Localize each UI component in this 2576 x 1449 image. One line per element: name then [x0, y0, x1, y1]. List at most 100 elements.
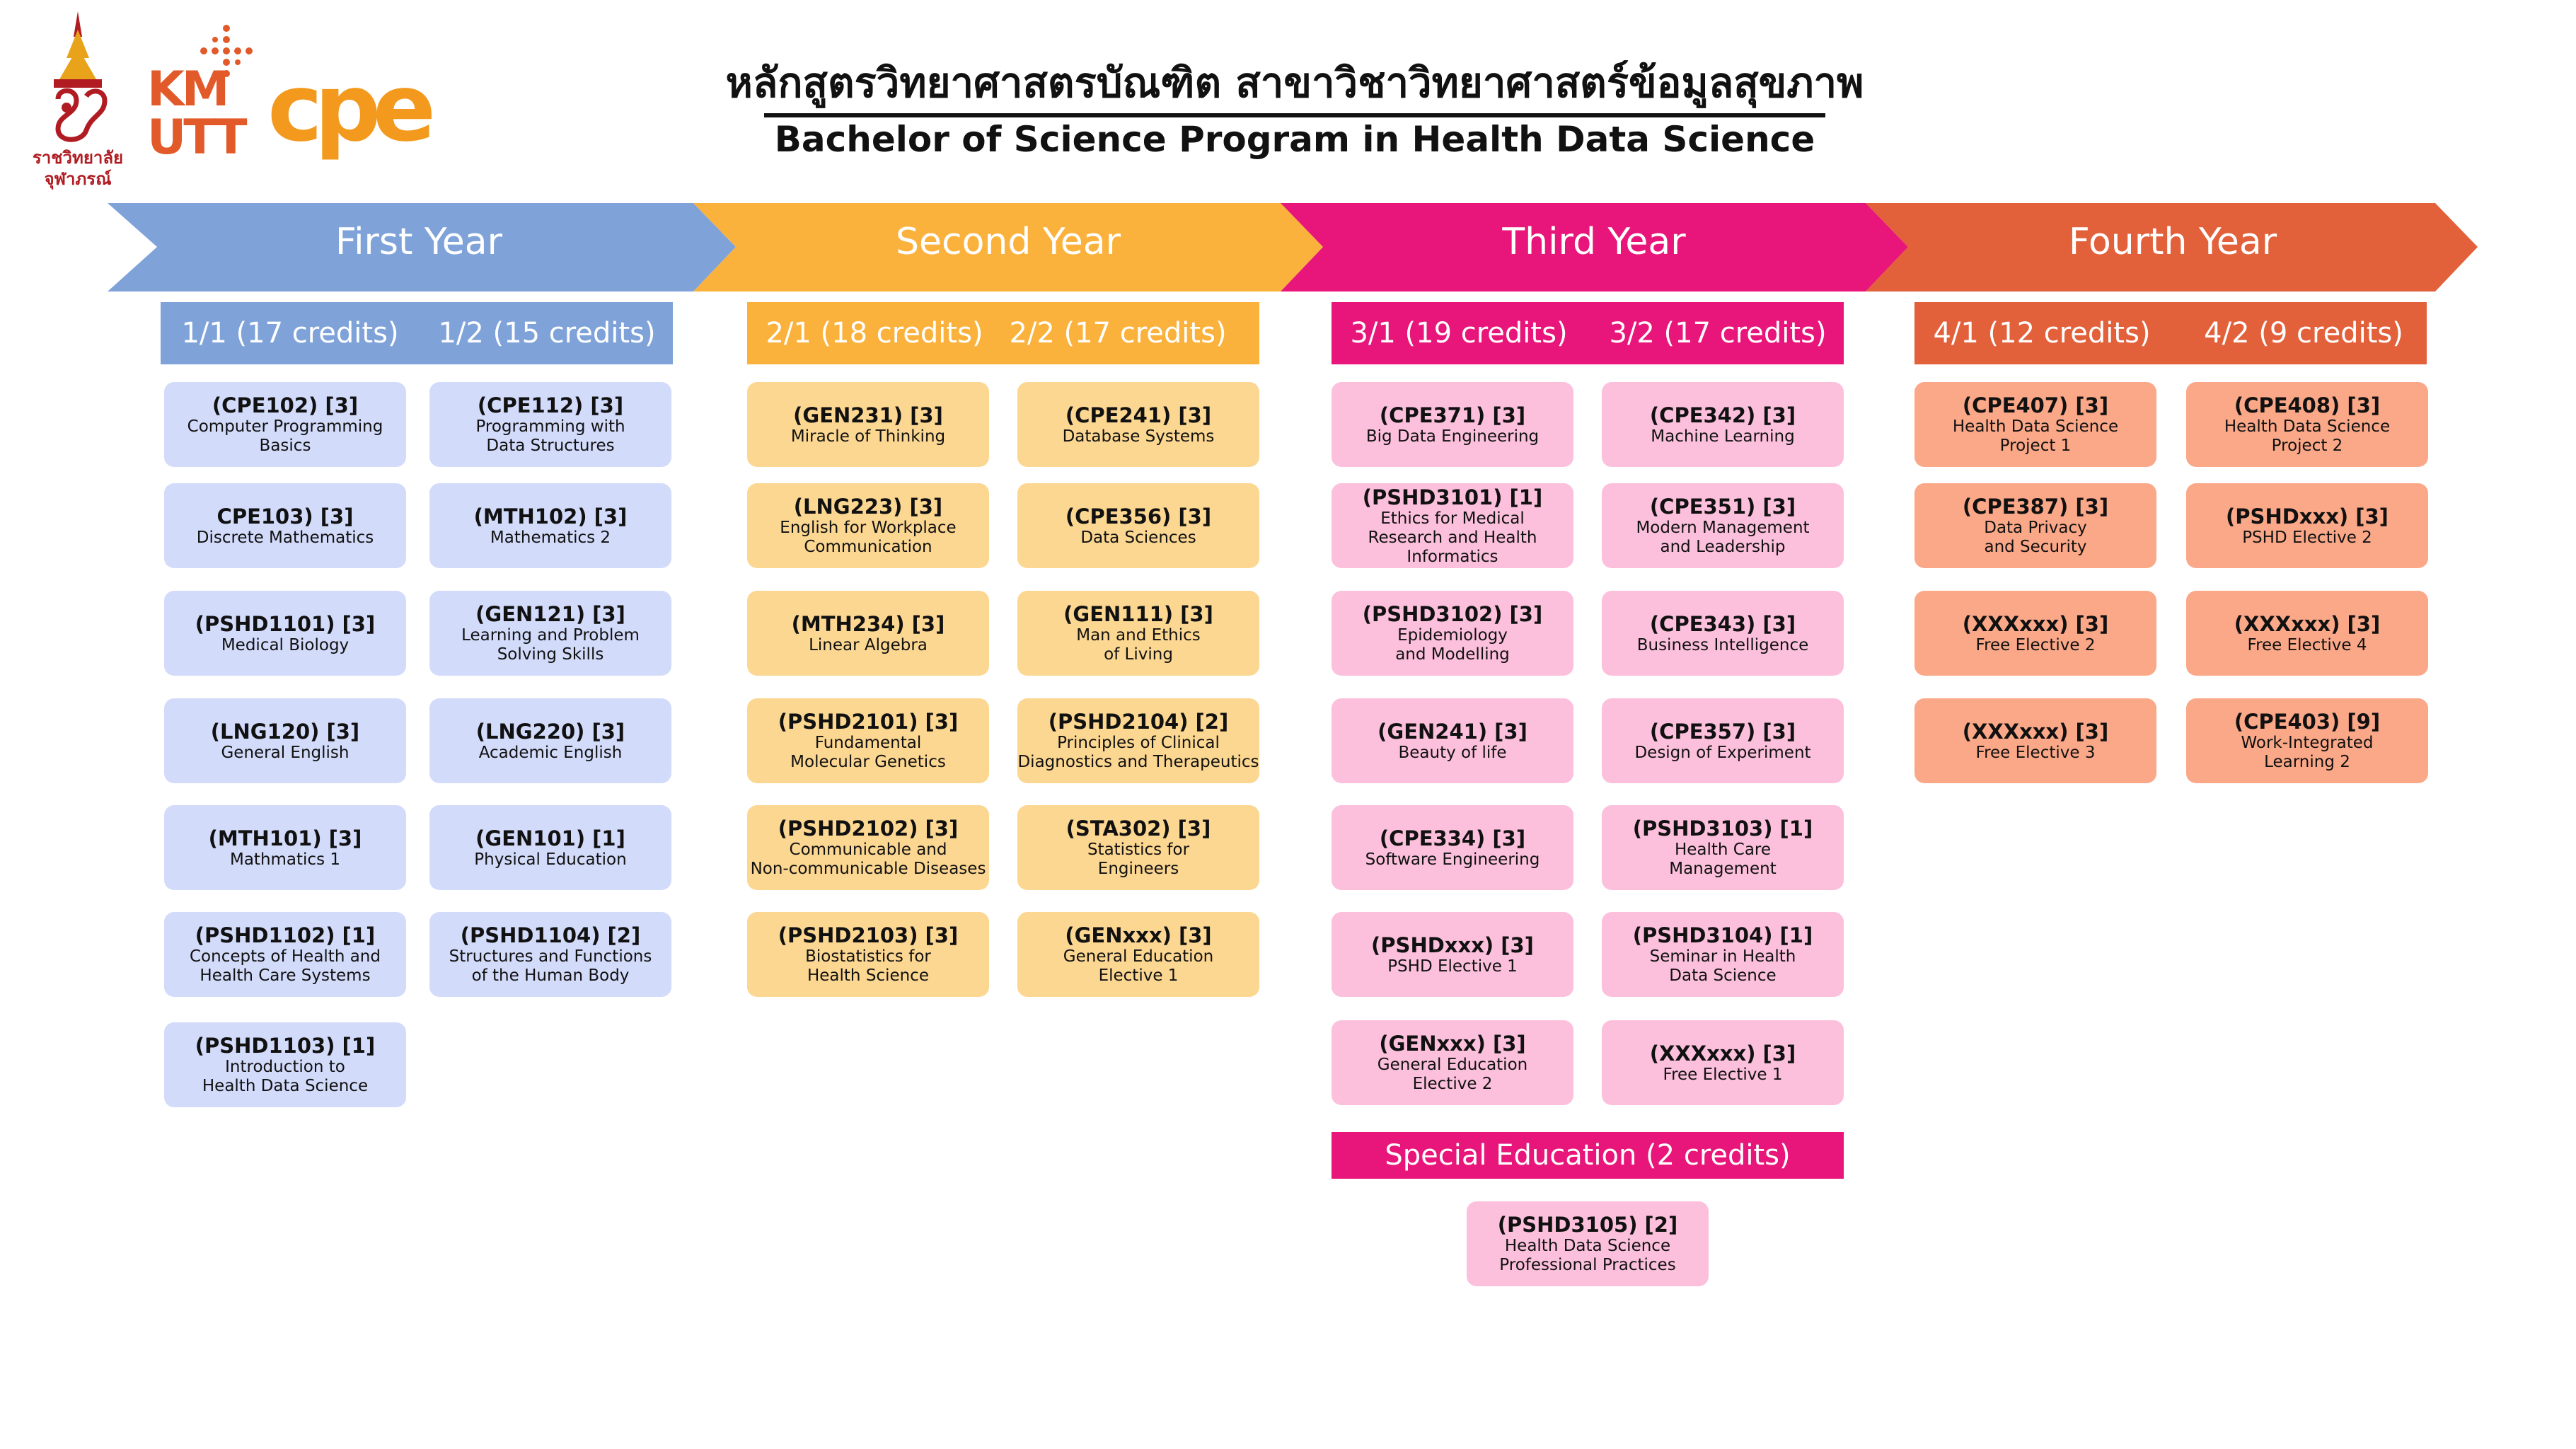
- course-card[interactable]: (CPE342) [3]Machine Learning: [1602, 382, 1844, 467]
- course-card[interactable]: (CPE356) [3]Data Sciences: [1017, 483, 1259, 568]
- course-card[interactable]: (LNG120) [3]General English: [164, 698, 406, 783]
- semester-label-4-2: 4/2 (9 credits): [2204, 317, 2403, 350]
- course-name: Work-Integrated Learning 2: [2241, 734, 2374, 771]
- course-card[interactable]: (CPE343) [3]Business Intelligence: [1602, 591, 1844, 676]
- course-name: Software Engineering: [1365, 850, 1540, 869]
- course-card[interactable]: (GEN241) [3]Beauty of life: [1332, 698, 1573, 783]
- course-card[interactable]: (PSHD1102) [1]Concepts of Health and Hea…: [164, 912, 406, 997]
- course-code: (PSHDxxx) [3]: [2226, 504, 2389, 529]
- course-name: Beauty of life: [1398, 743, 1507, 762]
- course-card[interactable]: (PSHDxxx) [3]PSHD Elective 1: [1332, 912, 1573, 997]
- course-card[interactable]: (GEN121) [3]Learning and Problem Solving…: [429, 591, 671, 676]
- course-card[interactable]: (PSHD3105) [2]Health Data Science Profes…: [1467, 1201, 1709, 1286]
- course-name: Free Elective 3: [1975, 743, 2096, 762]
- course-card[interactable]: (PSHD3104) [1]Seminar in Health Data Sci…: [1602, 912, 1844, 997]
- logo-group: ราชวิทยาลัย จุฬาภรณ์ KM UTT cpe: [21, 8, 436, 200]
- course-name: General Education Elective 1: [1063, 947, 1214, 985]
- course-card[interactable]: (PSHD3103) [1]Health Care Management: [1602, 805, 1844, 890]
- course-code: (MTH102) [3]: [473, 504, 628, 529]
- course-name: Medical Biology: [221, 635, 350, 654]
- semester-bar-year-1: 1/1 (17 credits) 1/2 (15 credits): [161, 302, 673, 364]
- course-card[interactable]: (PSHD2101) [3]Fundamental Molecular Gene…: [747, 698, 989, 783]
- course-card[interactable]: (XXXxxx) [3]Free Elective 3: [1914, 698, 2156, 783]
- course-card[interactable]: (PSHD3101) [1]Ethics for Medical Researc…: [1332, 483, 1573, 568]
- course-name: Health Care Management: [1669, 841, 1777, 878]
- course-card[interactable]: (XXXxxx) [3]Free Elective 4: [2186, 591, 2428, 676]
- course-card[interactable]: (CPE102) [3]Computer Programming Basics: [164, 382, 406, 467]
- course-card[interactable]: (PSHD1103) [1]Introduction to Health Dat…: [164, 1022, 406, 1107]
- course-card[interactable]: (GENxxx) [3]General Education Elective 1: [1017, 912, 1259, 997]
- semester-label-4-1: 4/1 (12 credits): [1933, 317, 2151, 350]
- course-code: (LNG223) [3]: [793, 495, 943, 519]
- course-card[interactable]: (STA302) [3]Statistics for Engineers: [1017, 805, 1259, 890]
- course-card[interactable]: (PSHD3102) [3]Epidemiology and Modelling: [1332, 591, 1573, 676]
- course-name: Introduction to Health Data Science: [202, 1058, 369, 1095]
- course-card[interactable]: (CPE334) [3]Software Engineering: [1332, 805, 1573, 890]
- course-code: (CPE356) [3]: [1065, 504, 1212, 529]
- course-card[interactable]: (GEN231) [3]Miracle of Thinking: [747, 382, 989, 467]
- course-card[interactable]: (CPE241) [3]Database Systems: [1017, 382, 1259, 467]
- kmutt-logo-bottom: UTT: [147, 110, 248, 166]
- course-card[interactable]: (XXXxxx) [3]Free Elective 1: [1602, 1020, 1844, 1105]
- course-card[interactable]: (XXXxxx) [3]Free Elective 2: [1914, 591, 2156, 676]
- course-name: Modern Management and Leadership: [1636, 519, 1810, 556]
- course-code: (PSHD3101) [1]: [1362, 485, 1543, 509]
- course-card[interactable]: (GEN111) [3]Man and Ethics of Living: [1017, 591, 1259, 676]
- course-code: (XXXxxx) [3]: [2234, 611, 2381, 636]
- course-card[interactable]: (CPE112) [3]Programming with Data Struct…: [429, 382, 671, 467]
- course-card[interactable]: (MTH101) [3]Mathmatics 1: [164, 805, 406, 890]
- course-code: (GEN121) [3]: [475, 602, 625, 626]
- year-arrow-2: [693, 203, 1323, 291]
- course-card[interactable]: (CPE357) [3]Design of Experiment: [1602, 698, 1844, 783]
- course-card[interactable]: (CPE407) [3]Health Data Science Project …: [1914, 382, 2156, 467]
- course-card[interactable]: (PSHD2104) [2]Principles of Clinical Dia…: [1017, 698, 1259, 783]
- course-name: Health Data Science Project 2: [2224, 417, 2391, 455]
- course-code: (STA302) [3]: [1065, 816, 1211, 841]
- course-card[interactable]: (CPE351) [3]Modern Management and Leader…: [1602, 483, 1844, 568]
- course-name: Health Data Science Professional Practic…: [1499, 1237, 1676, 1274]
- year-arrow-1: [108, 203, 736, 291]
- course-card[interactable]: (MTH102) [3]Mathematics 2: [429, 483, 671, 568]
- course-card[interactable]: CPE103) [3]Discrete Mathematics: [164, 483, 406, 568]
- course-code: (CPE351) [3]: [1649, 495, 1796, 519]
- course-card[interactable]: (LNG223) [3]English for Workplace Commun…: [747, 483, 989, 568]
- course-card[interactable]: (PSHD1101) [3]Medical Biology: [164, 591, 406, 676]
- course-card[interactable]: (GENxxx) [3]General Education Elective 2: [1332, 1020, 1573, 1105]
- course-code: (CPE407) [3]: [1962, 393, 2109, 417]
- course-card[interactable]: (CPE371) [3]Big Data Engineering: [1332, 382, 1573, 467]
- course-card[interactable]: (CPE387) [3]Data Privacy and Security: [1914, 483, 2156, 568]
- course-name: English for Workplace Communication: [780, 519, 957, 556]
- semester-label-1-2: 1/2 (15 credits): [438, 317, 656, 350]
- course-card[interactable]: (LNG220) [3]Academic English: [429, 698, 671, 783]
- course-code: (GEN241) [3]: [1377, 719, 1527, 744]
- course-card[interactable]: (PSHD2102) [3]Communicable and Non-commu…: [747, 805, 989, 890]
- course-code: (LNG220) [3]: [475, 719, 625, 744]
- course-name: Free Elective 4: [2247, 635, 2367, 654]
- cpe-logo: cpe: [267, 54, 436, 163]
- course-name: Programming with Data Structures: [475, 417, 625, 455]
- course-code: (GEN101) [1]: [475, 826, 625, 850]
- course-name: General English: [221, 743, 350, 762]
- course-card[interactable]: (GEN101) [1]Physical Education: [429, 805, 671, 890]
- course-code: (PSHD1101) [3]: [195, 611, 376, 636]
- course-card[interactable]: (PSHDxxx) [3]PSHD Elective 2: [2186, 483, 2428, 568]
- course-code: (PSHD1103) [1]: [195, 1034, 376, 1058]
- course-card[interactable]: (CPE403) [9]Work-Integrated Learning 2: [2186, 698, 2428, 783]
- course-code: (XXXxxx) [3]: [1649, 1041, 1796, 1066]
- course-name: Epidemiology and Modelling: [1395, 626, 1510, 664]
- course-name: Mathematics 2: [490, 528, 611, 547]
- course-code: (GENxxx) [3]: [1065, 923, 1212, 947]
- course-name: Design of Experiment: [1634, 743, 1811, 762]
- semester-label-1-1: 1/1 (17 credits): [181, 317, 399, 350]
- semester-label-3-2: 3/2 (17 credits): [1609, 317, 1827, 350]
- course-name: General Education Elective 2: [1377, 1056, 1528, 1093]
- course-card[interactable]: (PSHD2103) [3]Biostatistics for Health S…: [747, 912, 989, 997]
- course-card[interactable]: (PSHD1104) [2]Structures and Functions o…: [429, 912, 671, 997]
- course-code: (CPE102) [3]: [212, 393, 359, 417]
- course-name: Data Sciences: [1080, 528, 1196, 547]
- course-card[interactable]: (CPE408) [3]Health Data Science Project …: [2186, 382, 2428, 467]
- course-card[interactable]: (MTH234) [3]Linear Algebra: [747, 591, 989, 676]
- course-code: (PSHD1104) [2]: [460, 923, 641, 947]
- course-code: (PSHD1102) [1]: [195, 923, 376, 947]
- kmutt-logo-top: KM: [147, 62, 229, 117]
